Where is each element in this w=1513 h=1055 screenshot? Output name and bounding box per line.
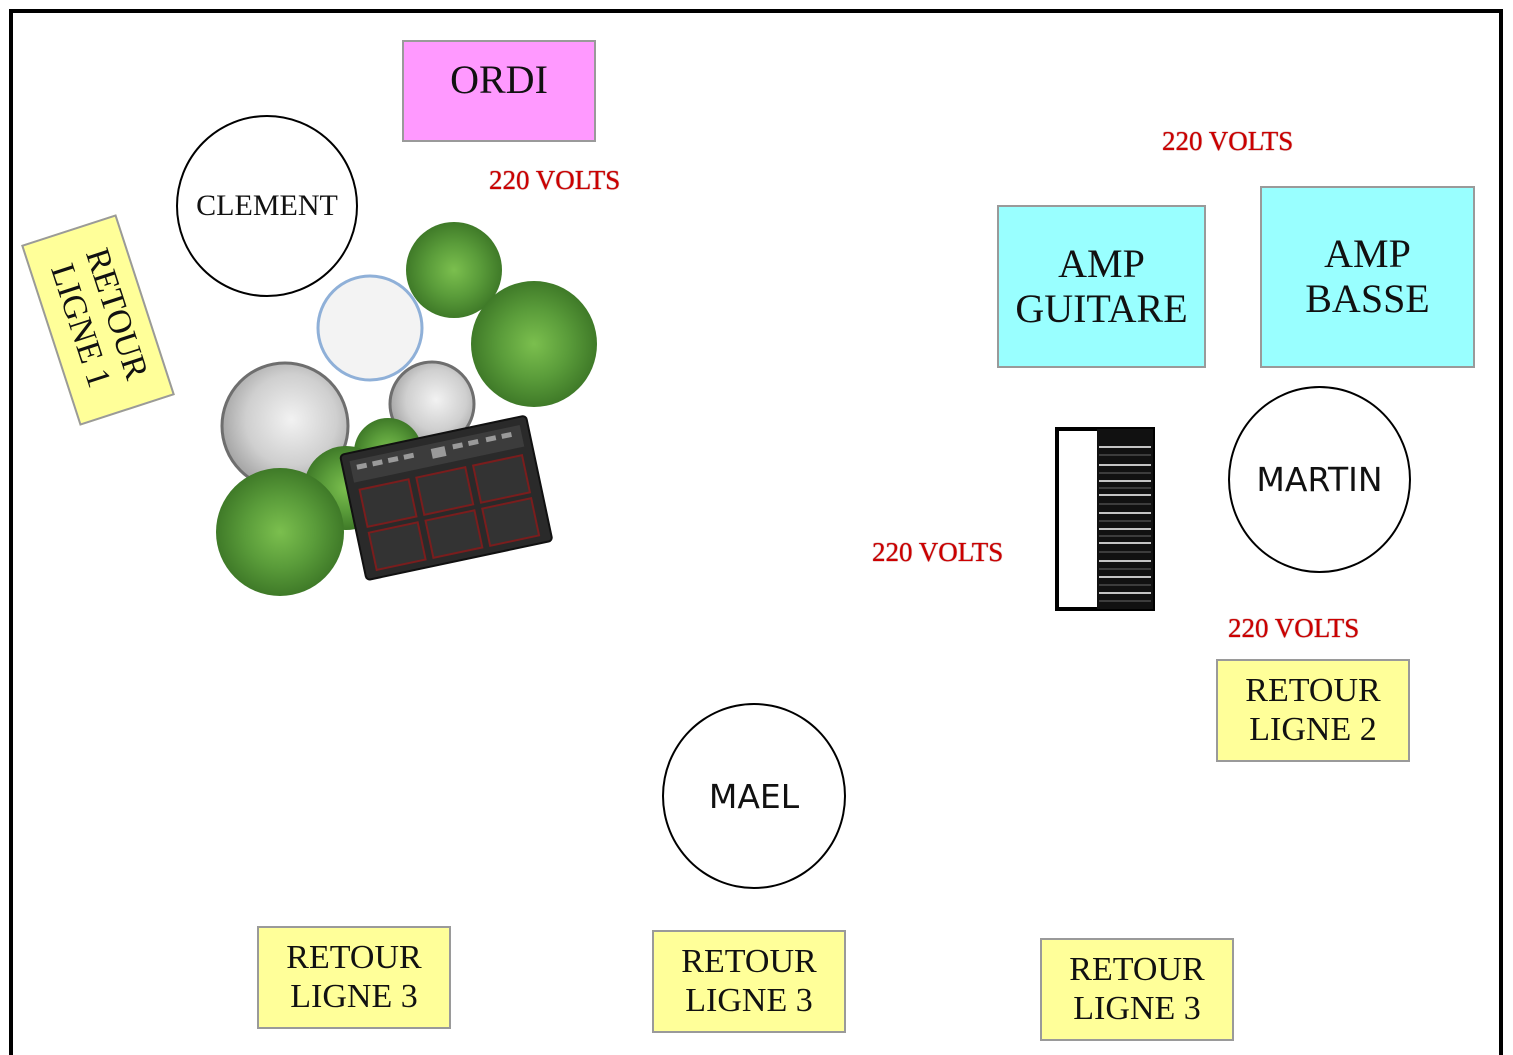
power-label-keyboard: 220 VOLTS xyxy=(872,537,1004,567)
amp-guitare-line-1: AMP xyxy=(1058,240,1145,286)
martin-label: MARTIN xyxy=(1256,460,1383,499)
mael-label: MAEL xyxy=(708,776,800,816)
monitor-ligne-3-right-line-2: LIGNE 3 xyxy=(1073,989,1201,1027)
person-martin: MARTIN xyxy=(1228,386,1411,573)
person-mael: MAEL xyxy=(662,703,846,889)
power-label-martin: 220 VOLTS xyxy=(1228,613,1360,643)
monitor-ligne-3-left-line-1: RETOUR xyxy=(286,939,422,977)
monitor-ligne-3-left-line-2: LIGNE 3 xyxy=(290,977,418,1015)
power-label-ordi: 220 VOLTS xyxy=(489,165,621,195)
monitor-ligne-2-line-2: LIGNE 2 xyxy=(1249,710,1377,748)
monitor-ligne-3-right-line-1: RETOUR xyxy=(1069,951,1205,989)
monitor-ligne-3-center-line-1: RETOUR xyxy=(681,943,817,981)
ordi-label: ORDI xyxy=(450,57,548,102)
monitor-ligne-3-center-line-2: LIGNE 3 xyxy=(685,981,813,1019)
keyboard-icon xyxy=(1055,427,1155,611)
person-clement: CLEMENT xyxy=(176,115,358,297)
monitor-ligne-3-left: RETOUR LIGNE 3 xyxy=(257,926,451,1029)
amp-basse-line-2: BASSE xyxy=(1305,276,1430,321)
drum-pad-icon xyxy=(339,415,553,581)
monitor-ligne-3-center: RETOUR LIGNE 3 xyxy=(652,930,846,1033)
power-label-top-right: 220 VOLTS xyxy=(1162,126,1294,156)
monitor-ligne-3-right: RETOUR LIGNE 3 xyxy=(1040,938,1234,1041)
amp-guitare-box: AMP GUITARE xyxy=(997,205,1206,368)
amp-basse-line-1: AMP xyxy=(1324,231,1411,277)
monitor-ligne-2-line-1: RETOUR xyxy=(1245,672,1381,710)
amp-guitare-line-2: GUITARE xyxy=(1015,285,1188,331)
monitor-ligne-2: RETOUR LIGNE 2 xyxy=(1216,659,1410,762)
clement-label: CLEMENT xyxy=(196,189,338,222)
drum-kit-icon xyxy=(216,222,597,596)
ordi-box: ORDI xyxy=(402,40,596,142)
amp-basse-box: AMP BASSE xyxy=(1260,186,1475,368)
